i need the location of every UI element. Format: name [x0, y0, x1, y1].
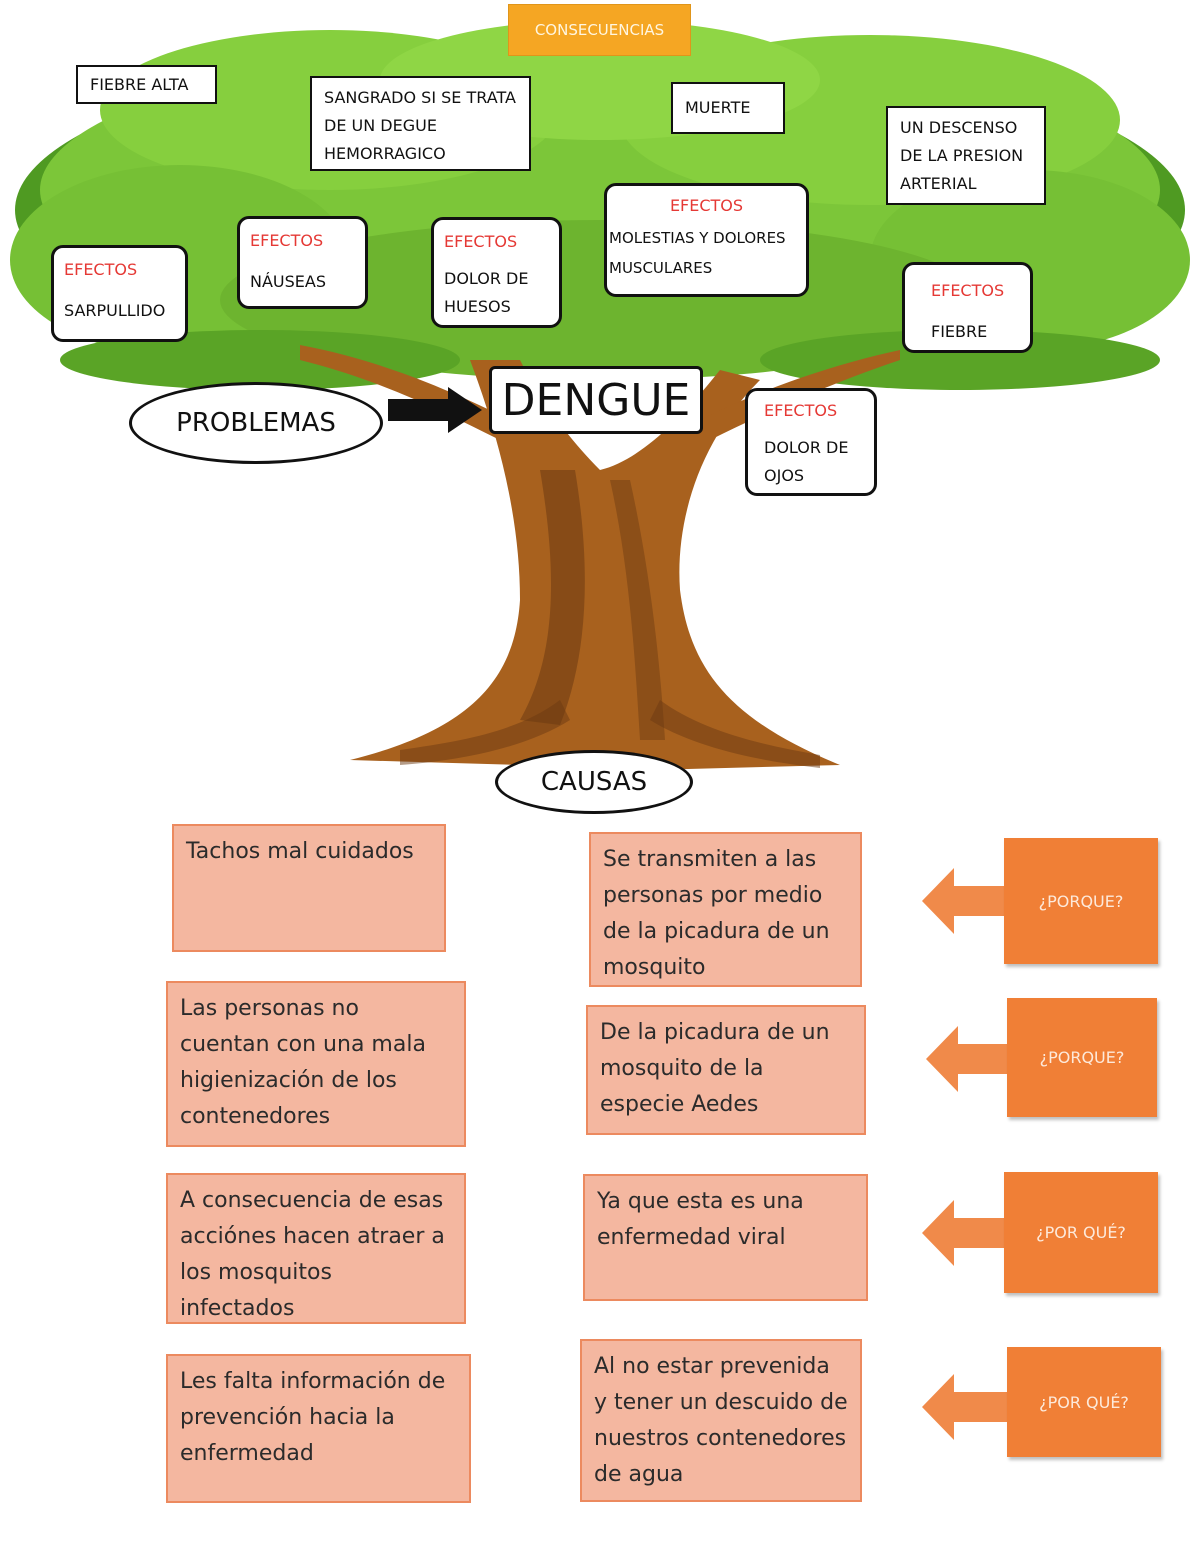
consequence-box-death: MUERTE: [671, 82, 785, 134]
consequence-text: UN DESCENSO DE LA PRESION ARTERIAL: [900, 118, 1024, 193]
problems-label: PROBLEMAS: [176, 408, 336, 438]
cause-box-left-4: Les falta información de prevención haci…: [166, 1354, 471, 1503]
cause-box-right-4: Al no estar prevenida y tener un descuid…: [580, 1339, 862, 1502]
why-box-1: ¿PORQUE?: [1004, 838, 1158, 964]
arrow-left-icon: [922, 868, 1008, 934]
causes-ellipse: CAUSAS: [495, 750, 693, 814]
why-label: ¿PORQUE?: [1039, 1048, 1125, 1067]
consequence-text: SANGRADO SI SE TRATA DE UN DEGUE HEMORRA…: [324, 88, 516, 163]
causes-label: CAUSAS: [540, 767, 648, 797]
arrow-left-icon: [926, 1026, 1012, 1092]
cause-text: Se transmiten a las personas por medio d…: [603, 847, 830, 980]
why-label: ¿POR QUÉ?: [1039, 1392, 1129, 1412]
cause-box-left-3: A consecuencia de esas acciónes hacen at…: [166, 1173, 466, 1324]
why-box-3: ¿POR QUÉ?: [1004, 1172, 1158, 1293]
effect-text: NÁUSEAS: [250, 272, 326, 291]
central-problem-box: DENGUE: [489, 366, 703, 434]
effect-text: FIEBRE: [931, 322, 988, 341]
effect-title: EFECTOS: [764, 401, 838, 420]
effect-title: EFECTOS: [669, 196, 744, 215]
cause-box-right-2: De la picadura de un mosquito de la espe…: [586, 1005, 866, 1135]
effect-text: SARPULLIDO: [64, 301, 166, 320]
effect-title: EFECTOS: [64, 260, 138, 279]
effect-title: EFECTOS: [250, 231, 324, 250]
consequence-box-blood-pressure: UN DESCENSO DE LA PRESION ARTERIAL: [886, 106, 1046, 205]
central-problem-label: DENGUE: [501, 374, 691, 426]
effect-title: EFECTOS: [444, 232, 518, 251]
effect-box-eye-pain: EFECTOS DOLOR DE OJOS: [745, 388, 877, 496]
cause-text: De la picadura de un mosquito de la espe…: [600, 1020, 830, 1117]
cause-box-left-1: Tachos mal cuidados: [172, 824, 446, 952]
cause-text: Al no estar prevenida y tener un descuid…: [594, 1354, 848, 1487]
why-box-2: ¿PORQUE?: [1007, 998, 1157, 1117]
consequence-box-bleeding: SANGRADO SI SE TRATA DE UN DEGUE HEMORRA…: [310, 76, 531, 171]
arrow-left-icon: [922, 1200, 1008, 1266]
consequence-text: FIEBRE ALTA: [90, 75, 189, 94]
effect-box-muscle-pain: EFECTOS MOLESTIAS Y DOLORES MUSCULARES: [604, 183, 809, 297]
consequences-banner: CONSECUENCIAS: [508, 4, 691, 56]
cause-box-right-3: Ya que esta es una enfermedad viral: [583, 1174, 868, 1301]
effect-text: DOLOR DE OJOS: [764, 438, 849, 485]
cause-text: A consecuencia de esas acciónes hacen at…: [180, 1188, 445, 1321]
problems-ellipse: PROBLEMAS: [129, 382, 383, 464]
consequence-text: MUERTE: [685, 98, 751, 117]
why-box-4: ¿POR QUÉ?: [1007, 1347, 1161, 1457]
cause-text: Tachos mal cuidados: [186, 839, 414, 864]
cause-text: Las personas no cuentan con una mala hig…: [180, 996, 426, 1129]
effect-box-nausea: EFECTOS NÁUSEAS: [237, 216, 368, 309]
effect-text: MOLESTIAS Y DOLORES MUSCULARES: [609, 229, 786, 277]
cause-box-left-2: Las personas no cuentan con una mala hig…: [166, 981, 466, 1147]
cause-text: Les falta información de prevención haci…: [180, 1369, 446, 1466]
arrow-right-icon: [388, 387, 482, 433]
why-label: ¿PORQUE?: [1038, 891, 1124, 911]
cause-box-right-1: Se transmiten a las personas por medio d…: [589, 832, 862, 987]
consequence-box-fever-high: FIEBRE ALTA: [76, 65, 217, 104]
effect-box-fever: EFECTOS FIEBRE: [902, 262, 1033, 353]
cause-text: Ya que esta es una enfermedad viral: [597, 1189, 804, 1250]
effect-text: DOLOR DE HUESOS: [444, 269, 529, 316]
arrow-left-icon: [922, 1374, 1008, 1440]
effect-title: EFECTOS: [931, 281, 1005, 300]
effect-box-bone-pain: EFECTOS DOLOR DE HUESOS: [431, 217, 562, 328]
effect-box-rash: EFECTOS SARPULLIDO: [51, 245, 188, 342]
why-label: ¿POR QUÉ?: [1036, 1223, 1126, 1242]
